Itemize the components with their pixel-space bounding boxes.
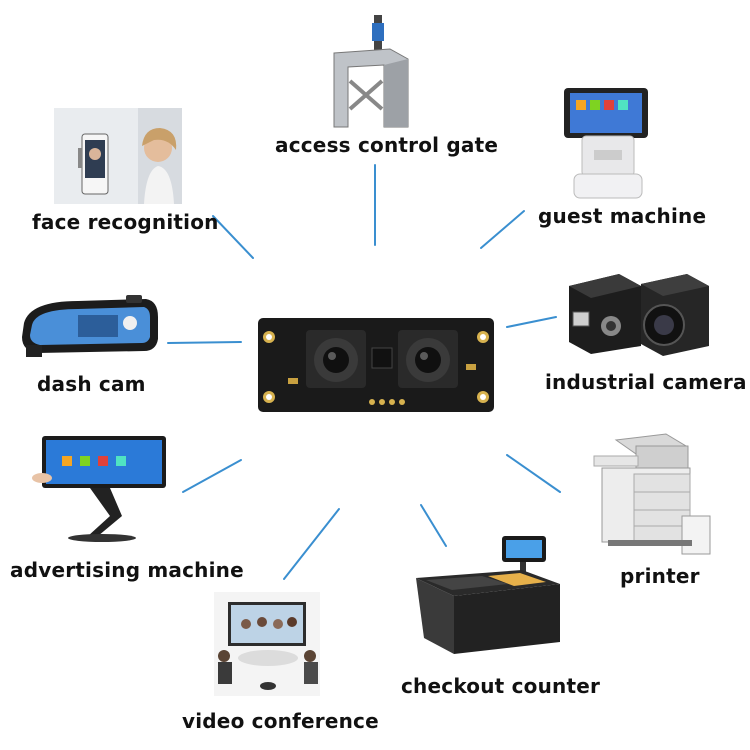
connector-video-conference: [283, 508, 340, 580]
video-conference-icon: [214, 592, 320, 696]
connector-dash-cam: [167, 341, 242, 344]
connector-face-recognition: [212, 215, 254, 259]
label-video-conference: video conference: [182, 709, 379, 733]
connector-industrial-camera: [506, 316, 557, 328]
label-dash-cam: dash cam: [37, 372, 146, 396]
kiosk-terminal-icon: [564, 88, 648, 199]
face-recognition-terminal-icon: [54, 108, 182, 204]
turnstile-gate-icon: [333, 15, 409, 128]
camera-module-board: [258, 318, 494, 412]
connector-guest-machine: [480, 210, 525, 249]
dash-cam-mirror-icon: [22, 295, 158, 357]
label-face-recognition: face recognition: [32, 210, 219, 234]
connector-advertising-machine: [182, 459, 242, 493]
advertising-kiosk-icon: [32, 436, 166, 542]
label-printer: printer: [620, 564, 700, 588]
connector-checkout-counter: [420, 504, 447, 547]
label-guest-machine: guest machine: [538, 204, 707, 228]
industrial-camera-icon: [569, 274, 709, 356]
label-access-control-gate: access control gate: [275, 133, 499, 157]
checkout-counter-icon: [416, 536, 560, 654]
label-industrial-camera: industrial camera: [545, 370, 747, 394]
label-checkout-counter: checkout counter: [401, 674, 601, 698]
printer-icon: [593, 433, 711, 555]
connector-printer: [506, 454, 561, 493]
label-advertising-machine: advertising machine: [10, 558, 244, 582]
